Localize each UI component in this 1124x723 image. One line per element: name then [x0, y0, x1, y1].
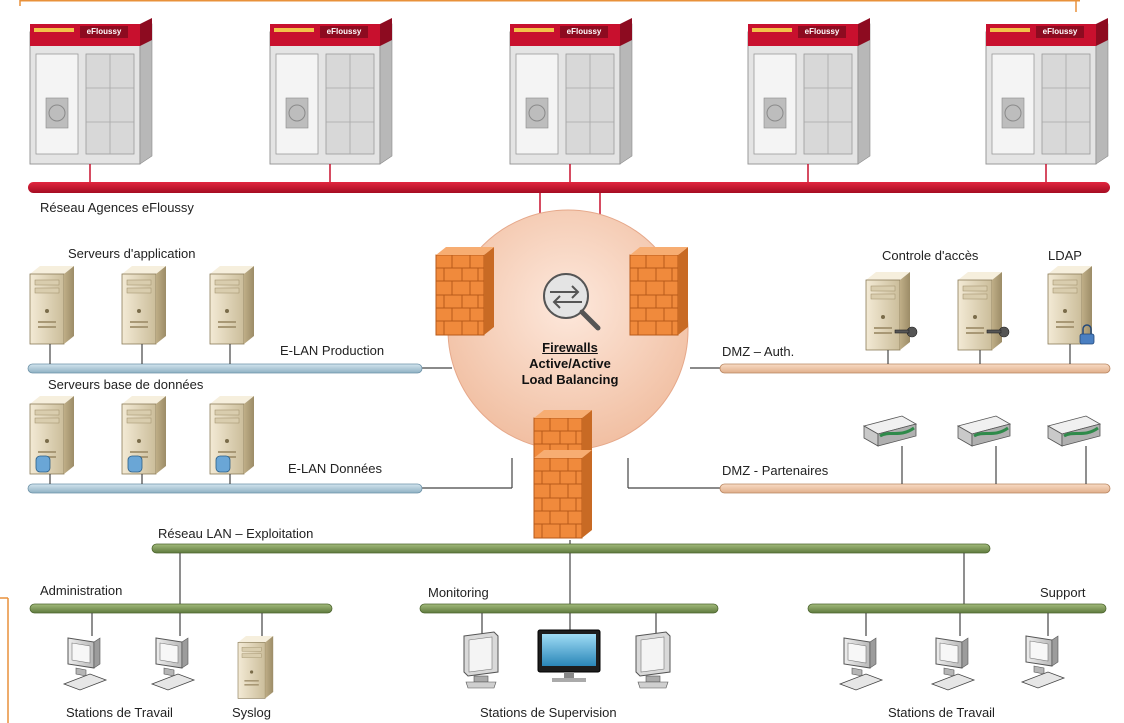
lan-exploitation-label: Réseau LAN – Exploitation — [158, 526, 314, 541]
stations-travail-right-label: Stations de Travail — [888, 705, 995, 720]
support-workstations — [839, 613, 1065, 691]
lan-exploitation-bus — [151, 543, 991, 554]
supervision-stations — [463, 613, 671, 689]
administration-bus — [29, 603, 333, 614]
db-servers-label: Serveurs base de données — [48, 377, 204, 392]
elan-production-label: E-LAN Production — [280, 343, 385, 358]
agences-bus — [28, 182, 1110, 193]
support-bus — [807, 603, 1107, 614]
administration-label: Administration — [40, 583, 123, 598]
firewall-bottom-icon — [533, 409, 593, 539]
stations-travail-left-label: Stations de Travail — [66, 705, 173, 720]
firewall-title: Firewalls — [542, 340, 598, 355]
agency-sign-5: eFloussy — [1043, 27, 1078, 36]
dmz-partenaires-bus — [719, 483, 1111, 494]
syslog-server — [237, 635, 274, 699]
dmz-auth-bus — [719, 363, 1111, 374]
monitoring-bus — [419, 603, 719, 614]
partner-devices — [862, 414, 1102, 484]
agency-sign-1: eFloussy — [87, 27, 122, 36]
app-servers-label: Serveurs d'application — [68, 246, 196, 261]
syslog-label: Syslog — [232, 705, 272, 720]
agency-sign-4: eFloussy — [805, 27, 840, 36]
elan-production-bus — [27, 363, 423, 374]
access-control-label: Controle d'accès — [882, 248, 979, 263]
support-label: Support — [1040, 585, 1086, 600]
firewall-mode: Active/Active — [529, 356, 611, 371]
application-servers — [29, 265, 255, 364]
ldap-label: LDAP — [1048, 248, 1082, 263]
admin-workstations — [63, 613, 263, 691]
agency-sign-3: eFloussy — [567, 27, 602, 36]
firewall-caption: Firewalls Active/Active Load Balancing — [470, 340, 670, 388]
agency-sign-2: eFloussy — [327, 27, 362, 36]
page-frame — [0, 0, 1080, 723]
database-servers — [29, 395, 255, 484]
firewall-left-icon — [435, 246, 495, 336]
firewall-lb: Load Balancing — [521, 372, 619, 387]
elan-donnees-bus — [27, 483, 423, 494]
stations-supervision-label: Stations de Supervision — [480, 705, 617, 720]
monitoring-label: Monitoring — [428, 585, 489, 600]
agency-buildings — [29, 17, 1109, 186]
firewall-right-icon — [629, 246, 689, 336]
elan-donnees-label: E-LAN Données — [288, 461, 382, 476]
supervision-display-icon — [537, 629, 601, 682]
load-balancer-icon — [543, 273, 601, 331]
ldap-server — [1047, 265, 1095, 364]
agences-network-label: Réseau Agences eFloussy — [40, 200, 194, 215]
dmz-partenaires-label: DMZ - Partenaires — [722, 463, 829, 478]
access-control-servers — [865, 271, 1010, 364]
dmz-auth-label: DMZ – Auth. — [722, 344, 795, 359]
